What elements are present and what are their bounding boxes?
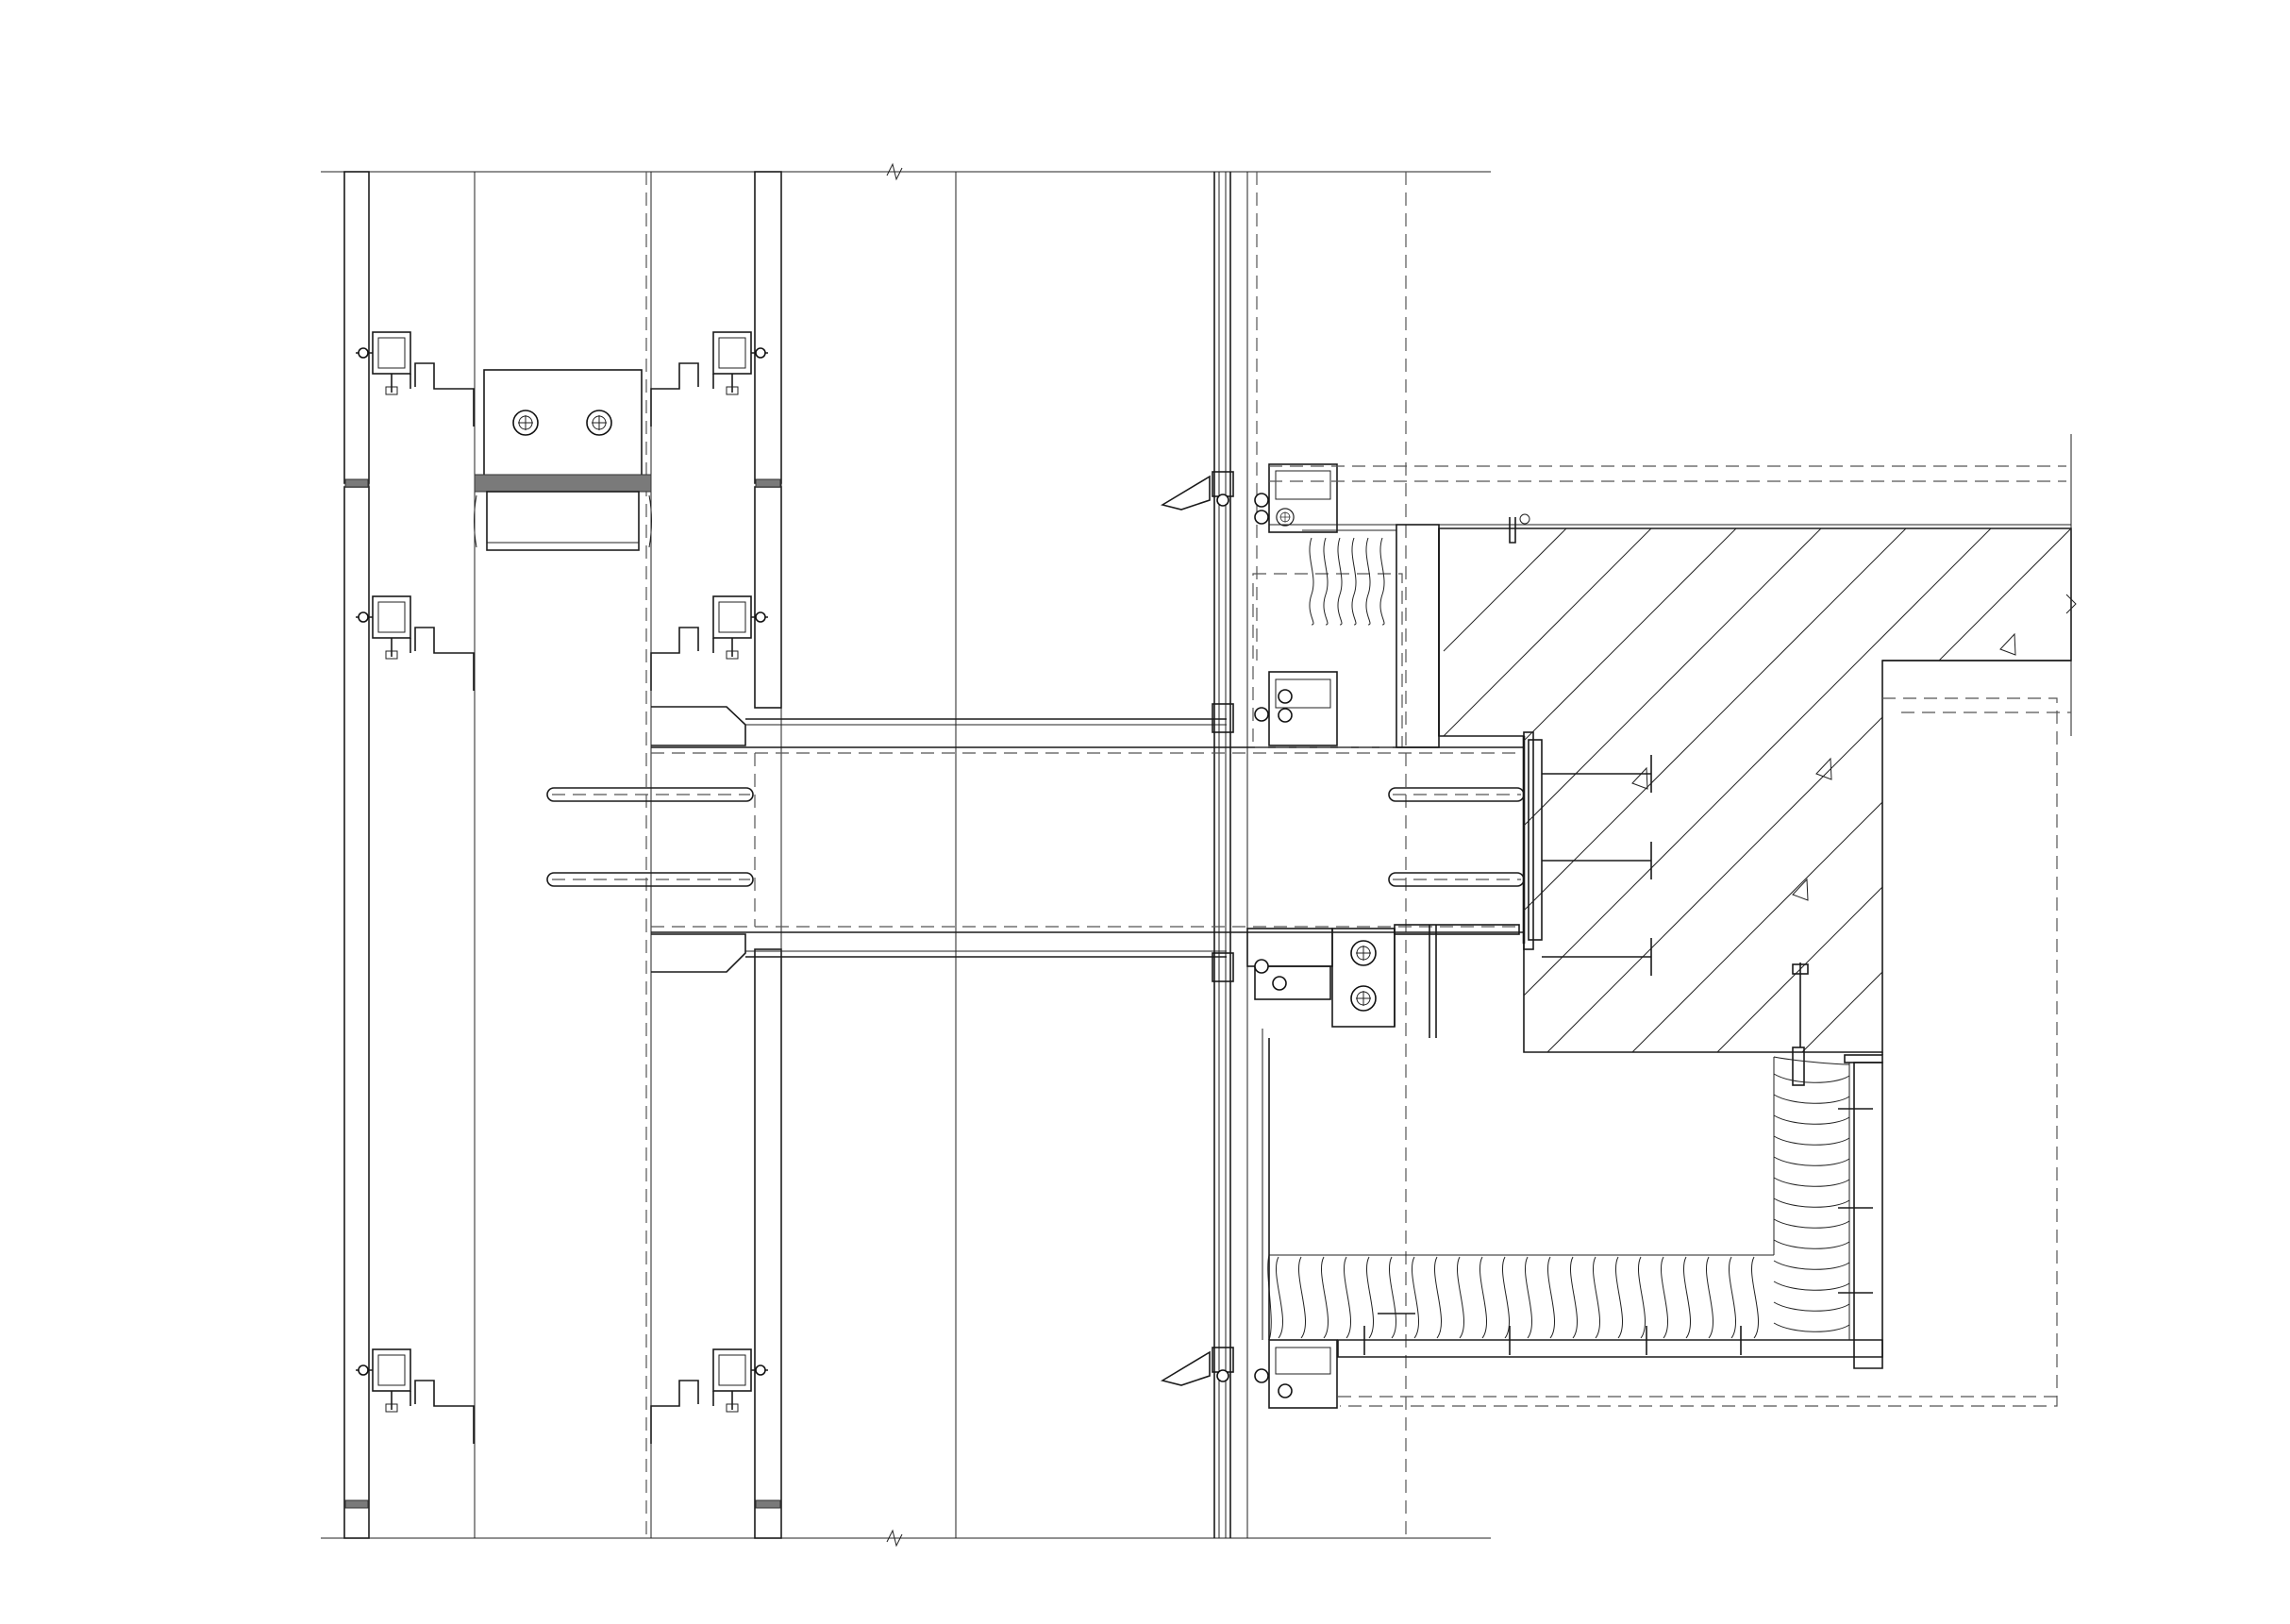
vertical-structure-lines	[368, 172, 1407, 1538]
upper-mullion-bracket	[1160, 463, 1338, 533]
insulation-batt-icon	[1298, 1256, 1306, 1339]
triangle-marker-icon	[1999, 632, 2016, 656]
insulation-batt-icon	[1751, 1256, 1759, 1339]
insulation-batt-icon	[1570, 1256, 1578, 1339]
bracket-clips-right	[650, 331, 769, 1444]
insulation-batt-icon	[1547, 1256, 1555, 1339]
insulation-batt-icon	[1457, 1256, 1464, 1339]
connection-plate	[474, 369, 652, 551]
insulation-batt-icon	[1366, 1256, 1374, 1339]
mid-mullion-bracket	[1212, 671, 1338, 746]
triangle-marker-icon	[1815, 757, 1832, 780]
insulation-batt-icon	[1276, 1256, 1283, 1339]
insulation-batt-icon	[1615, 1256, 1623, 1339]
insulation-batt-icon	[1479, 1256, 1487, 1339]
insulation-batt-icon	[1729, 1256, 1736, 1339]
insulation-batt-icon	[1683, 1256, 1691, 1339]
insulation-batt-icon	[1389, 1256, 1396, 1339]
left-inner-panel	[754, 171, 782, 1539]
left-outer-panel	[343, 171, 370, 1539]
anchor-rods	[546, 787, 1525, 887]
triangle-marker-icon	[1631, 766, 1648, 790]
insulation-batt-icon	[1321, 1256, 1329, 1339]
shear-studs	[1528, 739, 1652, 976]
lower-mullion-bracket	[1212, 924, 1520, 1038]
insulation-batt-icon	[1525, 1256, 1532, 1339]
boundary-lines	[321, 171, 1491, 1539]
bolt-head-icon	[512, 410, 539, 436]
horizontal-beam	[651, 706, 1534, 973]
insulation-batt-icon	[1412, 1256, 1419, 1339]
insulation-batt-icon	[1434, 1256, 1442, 1339]
lower-curtain-wall	[1262, 1029, 2057, 1398]
break-symbol	[886, 162, 903, 1548]
insulation-batt-icon	[1502, 1256, 1510, 1339]
insulation-batt-icon	[1593, 1256, 1600, 1339]
bracket-clips-left	[355, 331, 475, 1444]
bolt-head-icon	[586, 410, 612, 436]
insulation-batt-icon	[1661, 1256, 1668, 1339]
insulation-batt-icon	[1344, 1256, 1351, 1339]
lower-insulation	[1267, 963, 1883, 1369]
insulation-batt-icon	[1638, 1256, 1646, 1339]
triangle-marker-icon	[1792, 878, 1809, 901]
bottom-mullion-bracket	[1160, 1339, 1338, 1409]
upper-insulation	[1252, 513, 1530, 748]
insulation-batt-icon	[1706, 1256, 1713, 1339]
